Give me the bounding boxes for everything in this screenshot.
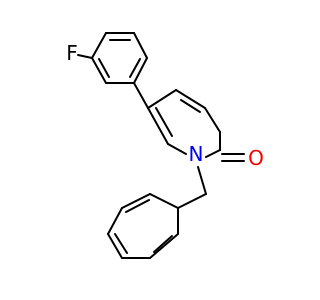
double-bond-inner — [129, 58, 141, 78]
bond — [175, 89, 206, 109]
bond — [205, 149, 221, 158]
double-bond-inner — [155, 107, 173, 137]
bond — [107, 207, 123, 235]
bond-n-ch2 — [197, 166, 207, 195]
bond — [147, 89, 177, 109]
bond — [204, 107, 221, 133]
bond — [91, 32, 107, 59]
double-bond-inner — [125, 199, 150, 213]
bond — [167, 143, 187, 155]
benzyl-phenyl-ring — [107, 193, 179, 259]
bond — [149, 233, 179, 259]
bond — [91, 57, 107, 84]
molecule-structure-diagram: F N O — [66, 32, 264, 259]
bond — [121, 193, 151, 209]
pyridinone-ring — [147, 89, 221, 158]
bond-c-f — [77, 54, 93, 59]
atom-label-nitrogen: N — [189, 142, 204, 166]
bond — [133, 32, 148, 59]
bond-ch2-phenyl — [177, 193, 207, 209]
bond — [107, 233, 123, 259]
bond — [133, 57, 148, 84]
double-bond-inner — [114, 233, 128, 254]
atom-label-fluorine: F — [66, 41, 78, 65]
bond-aryl-aryl — [133, 82, 149, 109]
atom-label-oxygen: O — [248, 146, 264, 170]
bond — [147, 107, 169, 145]
double-bond-inner — [180, 99, 201, 113]
double-bond-inner — [98, 58, 110, 78]
double-bond-inner — [153, 235, 173, 253]
fluorophenyl-ring — [91, 32, 148, 84]
bond — [149, 193, 179, 209]
